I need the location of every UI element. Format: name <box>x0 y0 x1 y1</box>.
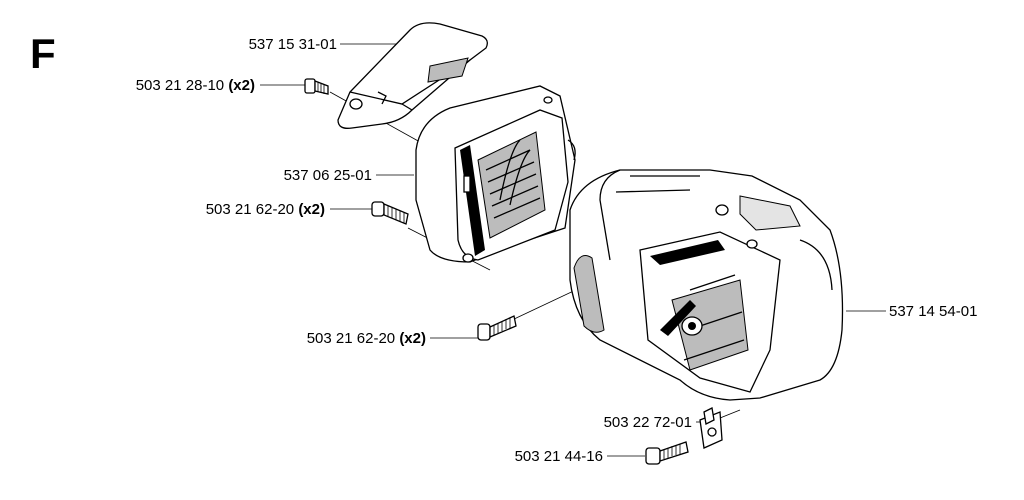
air-filter-cover-part <box>415 85 576 263</box>
housing-screw-part <box>477 315 517 341</box>
label-filter-screw[interactable]: 503 21 62-20 (x2) <box>206 201 325 218</box>
section-letter: F <box>30 30 56 77</box>
nut-clip-part <box>699 407 723 449</box>
cylinder-cover-part <box>569 169 844 401</box>
label-cover-screw[interactable]: 503 21 28-10 (x2) <box>136 77 255 94</box>
label-nut-clip[interactable]: 503 22 72-01 <box>604 414 692 431</box>
cover-screw-part <box>304 78 329 95</box>
top-cover-part <box>337 22 488 129</box>
label-clip-screw[interactable]: 503 21 44-16 <box>515 448 603 465</box>
label-top-cover[interactable]: 537 15 31-01 <box>249 36 337 53</box>
label-housing-screw[interactable]: 503 21 62-20 (x2) <box>307 330 426 347</box>
label-air-filter-cover[interactable]: 537 06 25-01 <box>284 167 372 184</box>
filter-screw-part <box>371 201 409 225</box>
label-cylinder-cover[interactable]: 537 14 54-01 <box>889 303 977 320</box>
clip-screw-part <box>645 441 689 465</box>
